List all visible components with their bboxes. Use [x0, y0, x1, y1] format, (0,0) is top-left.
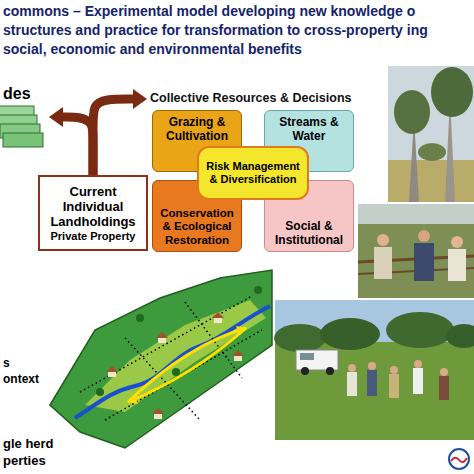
landscape-label: s	[3, 356, 10, 371]
group-heading: Collective Resources & Decisions	[150, 90, 386, 106]
tree-foliage	[431, 67, 473, 117]
vehicle-wheel	[301, 367, 309, 375]
piece-label: Streams & Water	[269, 115, 349, 143]
stack-sheet	[3, 133, 43, 147]
tree-foliage	[386, 312, 454, 348]
title-box: commons – Experimental model developing …	[3, 2, 471, 59]
person-head	[390, 366, 398, 374]
stack-icon	[0, 106, 43, 147]
logo-wave	[451, 458, 467, 462]
person-head	[377, 234, 389, 246]
herd-arrowhead	[236, 326, 246, 335]
logo-ring	[449, 449, 469, 469]
resource-group: Collective Resources & DecisionsGrazing …	[150, 90, 386, 258]
person-head	[414, 360, 422, 368]
piece-label: Social & Institutional	[269, 219, 349, 247]
house-roof	[212, 312, 224, 318]
puzzle-piece: Risk Management & Diversification	[197, 146, 309, 200]
house-wall	[154, 414, 162, 419]
box-heading: Current Individual Landholdings	[44, 184, 142, 229]
house-roof	[152, 408, 164, 414]
tree-photo	[388, 66, 474, 202]
tree-foliage	[418, 143, 446, 161]
person-body	[448, 249, 466, 281]
herd-movement	[128, 328, 246, 402]
vehicle-wheel	[326, 367, 334, 375]
diagram-title: commons – Experimental model developing …	[3, 2, 471, 59]
vehicle-window	[300, 353, 314, 360]
person-body	[374, 247, 392, 279]
house-wall	[108, 372, 116, 377]
herd-arrowhead	[128, 395, 138, 404]
house-wall	[214, 318, 222, 323]
landscape-label: perties	[3, 453, 46, 469]
photo-sky	[388, 66, 474, 202]
photo-grass	[275, 300, 474, 440]
hill-land	[50, 270, 272, 448]
house-roof	[232, 350, 244, 356]
photo-grass	[388, 160, 474, 202]
landscape-label: gle herd	[3, 436, 54, 452]
person-head	[348, 364, 356, 372]
house-wall	[158, 338, 166, 343]
photo-ground	[358, 204, 474, 298]
label-holder: s	[3, 356, 10, 371]
landscape-label: ontext	[3, 372, 39, 387]
boundary-line	[125, 338, 200, 420]
person-body	[439, 376, 449, 400]
person-head	[368, 362, 376, 370]
tree-foliage	[394, 90, 430, 134]
river	[75, 306, 270, 418]
person-body	[347, 372, 357, 396]
tree-tuft	[254, 286, 262, 294]
tree-tuft	[136, 314, 144, 322]
vehicle	[296, 350, 338, 370]
person-head	[451, 236, 463, 248]
person-body	[367, 370, 377, 396]
house-roof	[156, 332, 168, 338]
tree-foliage	[320, 318, 380, 350]
tree-foliage	[274, 324, 326, 352]
stack-label-box: des	[2, 84, 46, 150]
piece-label: Conservation & Ecological Restoration	[157, 207, 237, 248]
photo-sky	[358, 204, 474, 224]
label-holder: ontext	[3, 372, 39, 387]
tree-tuft	[172, 368, 180, 376]
house-roof	[106, 366, 118, 372]
stack-label: des	[3, 84, 46, 103]
field-photo	[274, 300, 474, 440]
landscape	[50, 270, 272, 448]
person-body	[389, 374, 399, 398]
piece-label: Risk Management & Diversification	[203, 160, 303, 186]
piece-label: Grazing & Cultivation	[157, 115, 237, 143]
label-holder: perties	[3, 453, 46, 469]
person-head	[440, 368, 448, 376]
fence-photo	[358, 204, 474, 298]
box-subtitle: Private Property	[51, 229, 136, 243]
split-arrow	[93, 99, 133, 175]
house-wall	[234, 356, 242, 361]
landholding-box: Current Individual LandholdingsPrivate P…	[38, 175, 148, 251]
logo	[449, 449, 469, 469]
tree-foliage	[446, 324, 474, 348]
person-body	[414, 243, 434, 281]
tree-tuft	[96, 388, 104, 396]
person-body	[413, 368, 423, 394]
label-holder: gle herd	[3, 436, 54, 452]
person-head	[418, 230, 430, 242]
